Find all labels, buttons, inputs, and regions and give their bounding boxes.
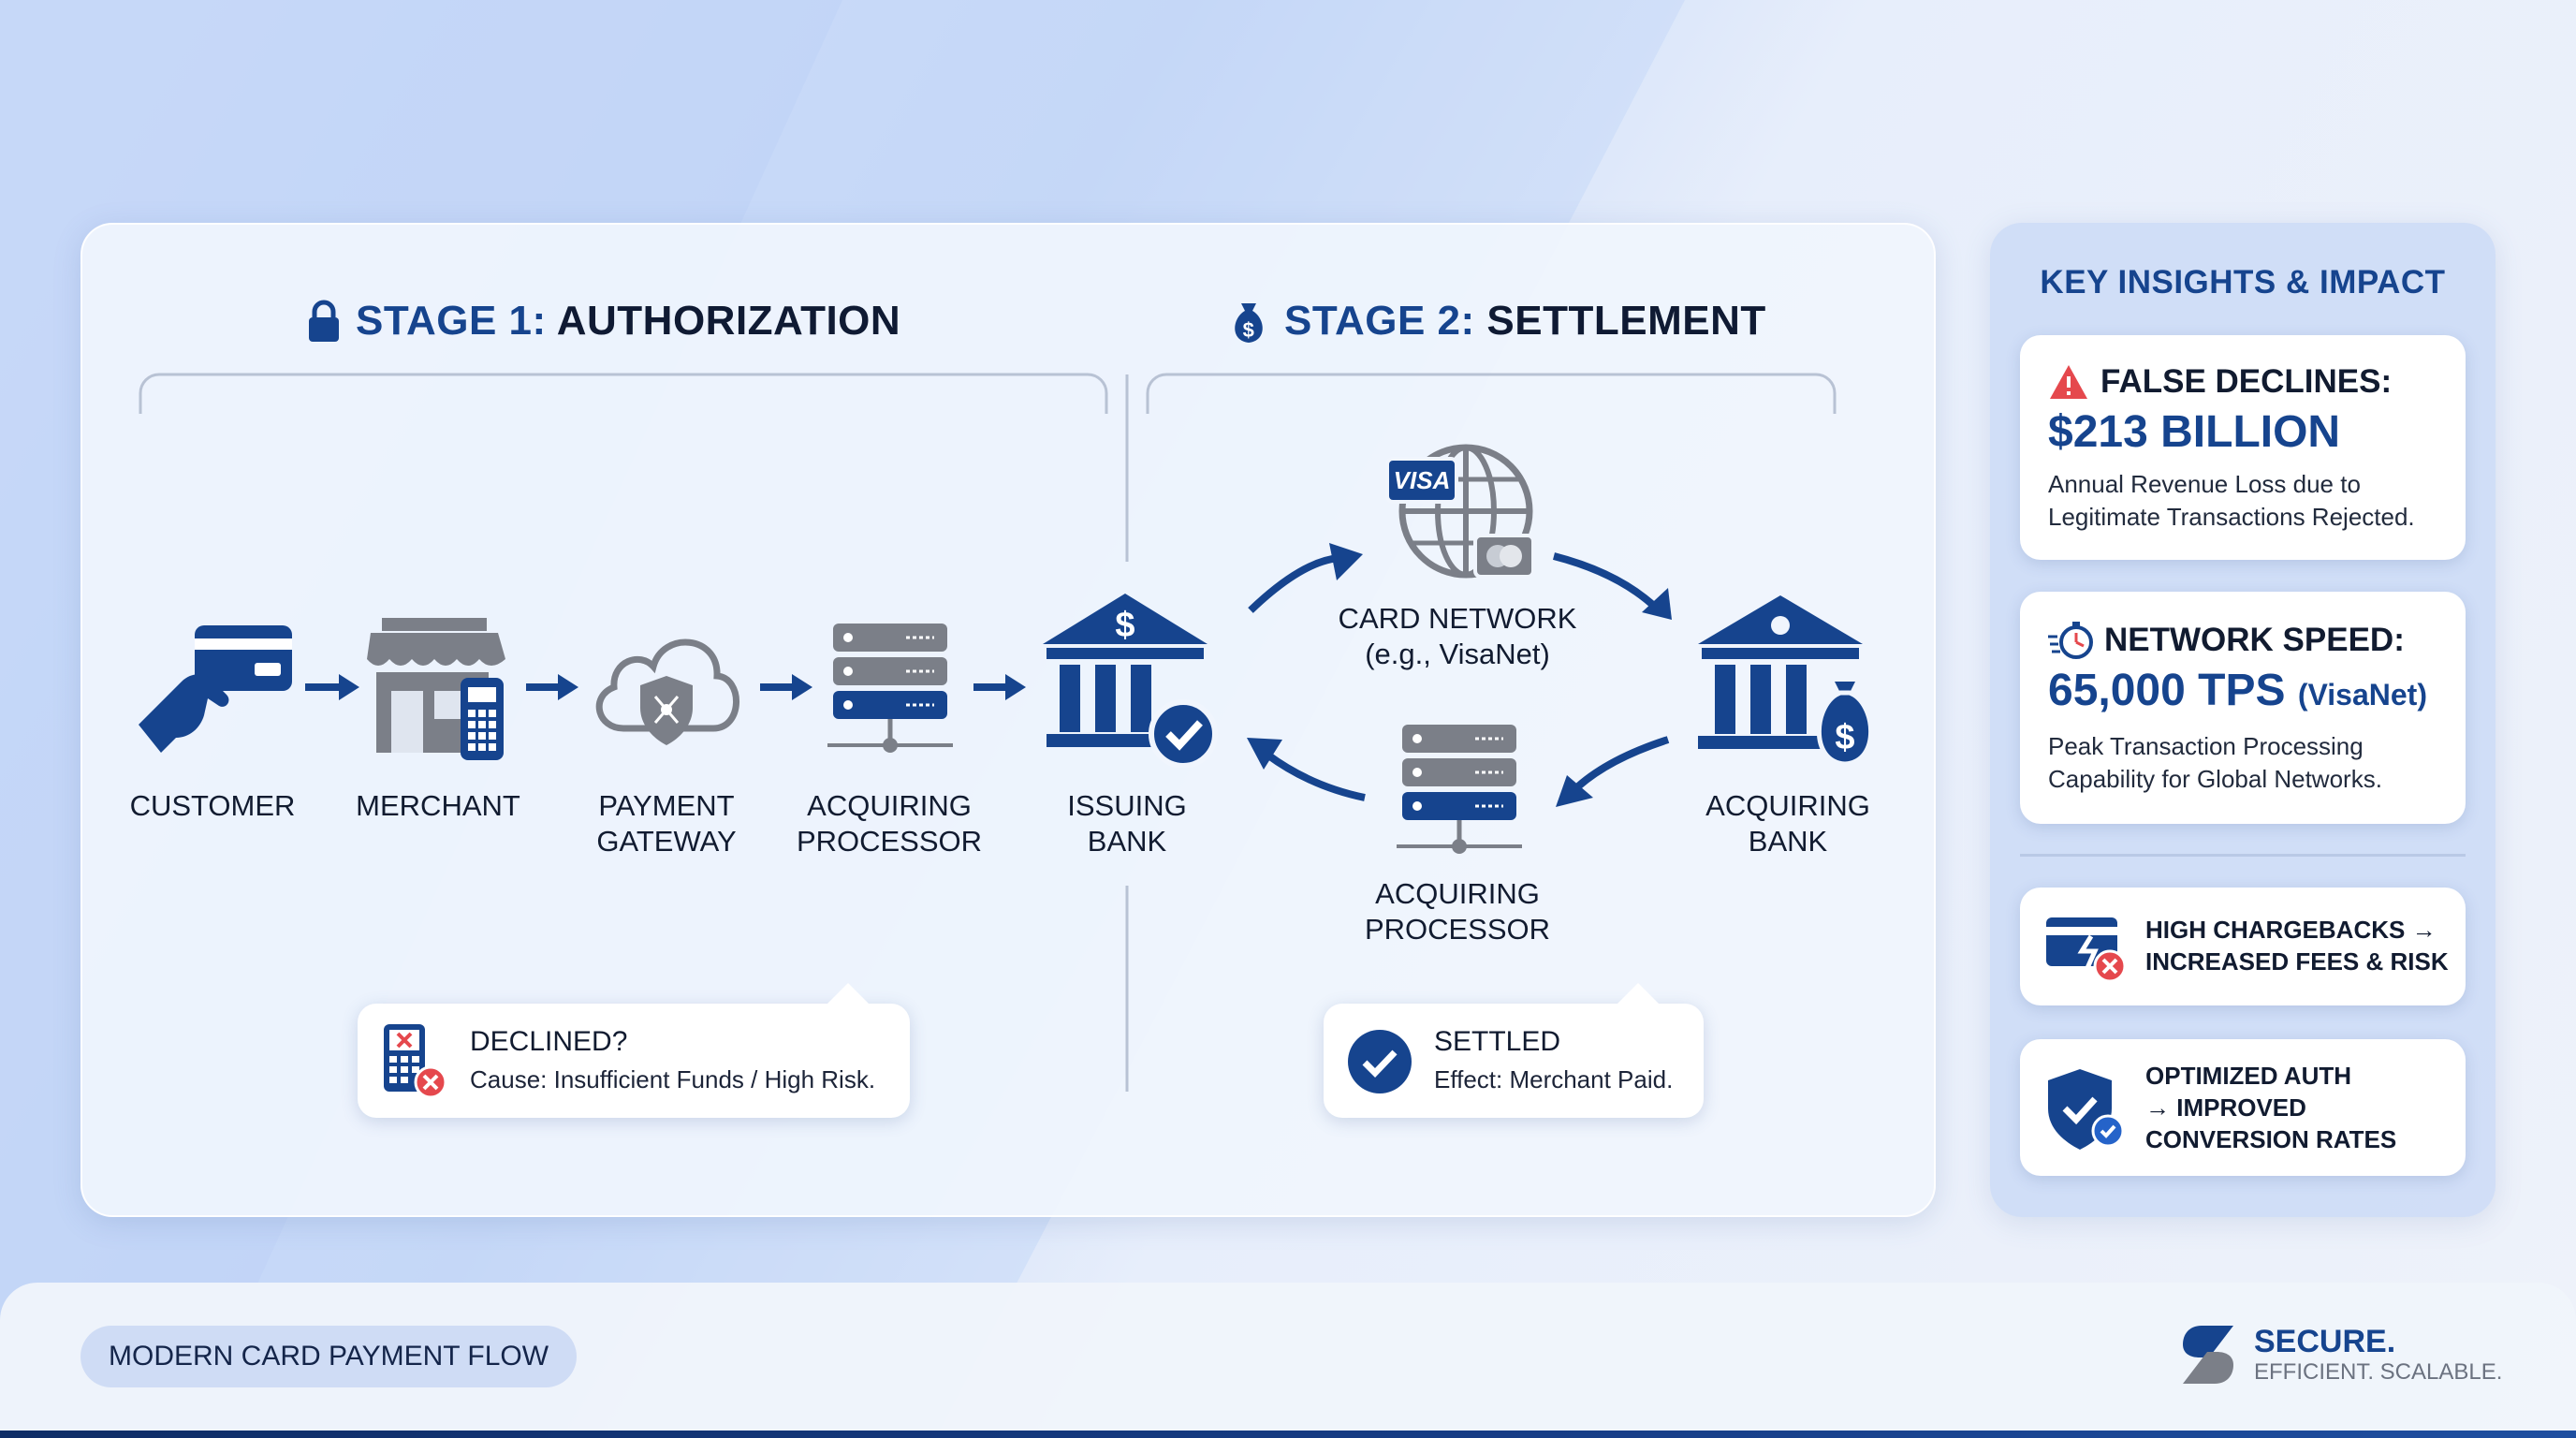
server-icon bbox=[1397, 725, 1522, 854]
network-speed-value: 65,000 TPS (VisaNet) bbox=[2048, 666, 2427, 715]
network-speed-card: NETWORK SPEED: 65,000 TPS (VisaNet) Peak… bbox=[2020, 592, 2466, 824]
store-icon bbox=[367, 618, 505, 760]
settled-callout: SETTLED Effect: Merchant Paid. bbox=[1324, 983, 1704, 1118]
false-declines-heading: FALSE DECLINES: bbox=[2048, 363, 2392, 401]
chargebacks-text: HIGH CHARGEBACKS →INCREASED FEES & RISK bbox=[2145, 916, 2449, 976]
declined-callout: DECLINED? Cause: Insufficient Funds / Hi… bbox=[358, 983, 910, 1118]
false-declines-card: FALSE DECLINES: $213 BILLION Annual Reve… bbox=[2020, 335, 2466, 560]
money-bag-icon: $ bbox=[1235, 303, 1263, 343]
brand-logo-icon bbox=[2183, 1326, 2233, 1384]
svg-text:VISA: VISA bbox=[1394, 466, 1451, 494]
declined-subtitle: Cause: Insufficient Funds / High Risk. bbox=[470, 1065, 876, 1093]
footer-accent-bar bbox=[0, 1431, 2576, 1438]
bank-check-icon: $ bbox=[1043, 594, 1218, 768]
node-customer-label: CUSTOMER bbox=[129, 789, 296, 822]
declined-title: DECLINED? bbox=[470, 1026, 628, 1057]
declined-terminal-icon bbox=[384, 1024, 447, 1099]
insights-title: KEY INSIGHTS & IMPACT bbox=[2040, 264, 2446, 301]
footer-title-pill: MODERN CARD PAYMENT FLOW bbox=[80, 1326, 578, 1387]
shield-check-icon bbox=[2048, 1069, 2125, 1150]
card-hand-icon bbox=[139, 625, 292, 753]
insights-divider bbox=[2020, 854, 2466, 857]
lock-icon bbox=[309, 300, 339, 342]
stopwatch-icon bbox=[2048, 622, 2093, 659]
card-error-icon bbox=[2046, 917, 2127, 983]
server-icon bbox=[827, 624, 953, 753]
callout-pointer bbox=[826, 983, 871, 1005]
check-circle-icon bbox=[1348, 1030, 1412, 1093]
svg-text:$: $ bbox=[1115, 606, 1134, 645]
false-declines-value: $213 BILLION bbox=[2048, 407, 2341, 457]
cloud-shield-icon bbox=[595, 638, 739, 745]
bank-money-bag-icon: $ bbox=[1698, 595, 1874, 767]
footer-secure-text: SECURE. bbox=[2254, 1324, 2396, 1359]
settled-subtitle: Effect: Merchant Paid. bbox=[1434, 1065, 1674, 1093]
svg-text:$: $ bbox=[1835, 718, 1854, 757]
node-merchant-label: MERCHANT bbox=[356, 789, 520, 822]
chargebacks-card: HIGH CHARGEBACKS →INCREASED FEES & RISK bbox=[2020, 888, 2466, 1005]
network-speed-heading: NETWORK SPEED: bbox=[2048, 620, 2405, 661]
svg-text:$: $ bbox=[1243, 318, 1255, 342]
stage-1-title: STAGE 1: AUTHORIZATION bbox=[307, 298, 900, 345]
node-card-network-label: CARD NETWORK(e.g., VisaNet) bbox=[1338, 602, 1577, 670]
globe-network-icon: VISA bbox=[1385, 444, 1535, 579]
callout-pointer bbox=[1616, 983, 1661, 1005]
footer-tagline: EFFICIENT. SCALABLE. bbox=[2254, 1359, 2503, 1385]
settled-title: SETTLED bbox=[1434, 1026, 1561, 1057]
stage-2-title: $ STAGE 2: SETTLEMENT bbox=[1228, 298, 1766, 345]
warning-icon bbox=[2050, 365, 2087, 399]
